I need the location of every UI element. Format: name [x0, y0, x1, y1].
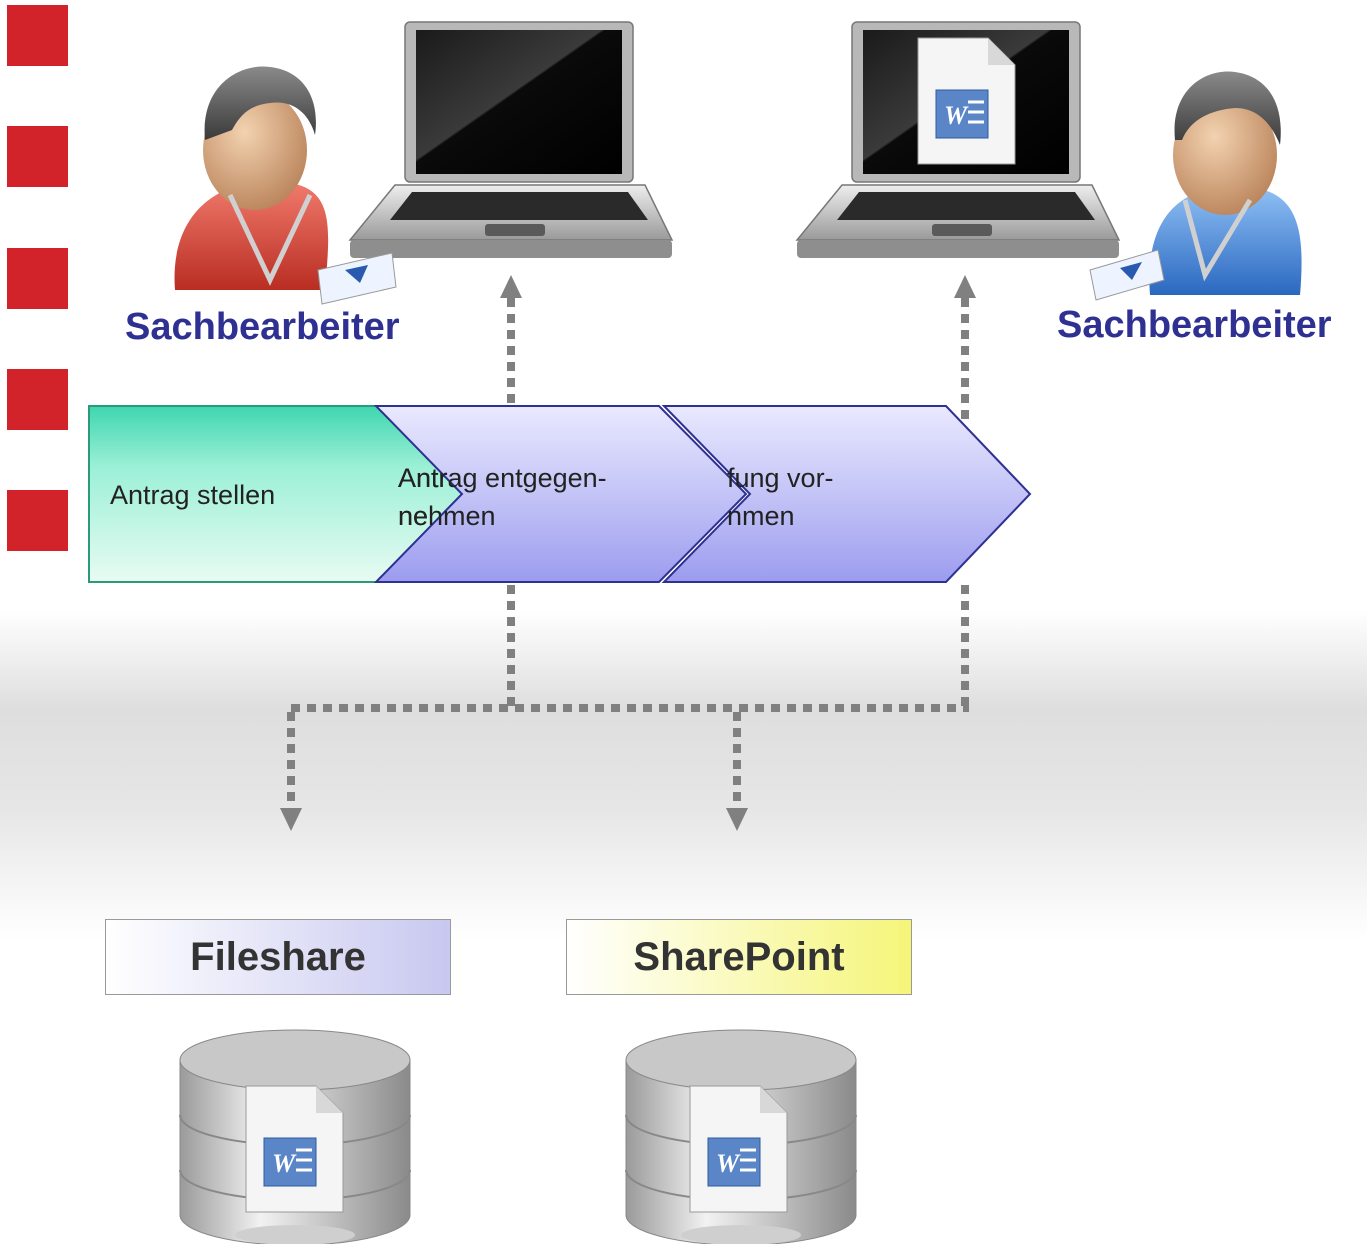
sharepoint-box: SharePoint — [566, 919, 912, 995]
background-band — [0, 610, 1367, 940]
sharepoint-label: SharePoint — [633, 934, 845, 979]
connector-lines — [287, 298, 969, 808]
fileshare-label: Fileshare — [190, 934, 366, 979]
step-2-label-line1: Antrag entgegen- — [398, 463, 607, 493]
decorative-square — [7, 126, 68, 187]
word-document-icon: W — [689, 1085, 788, 1213]
word-document-icon: W — [917, 37, 1016, 165]
step-2-overlap-fragment-2: ne — [398, 501, 429, 531]
step-2-label-line2: nehmen — [398, 501, 496, 531]
person-icon — [174, 66, 397, 305]
decorative-square — [7, 369, 68, 430]
person-icon — [1089, 71, 1302, 301]
svg-text:W: W — [944, 101, 969, 130]
actor-label-left: Sachbearbeiter — [125, 306, 400, 348]
decorative-square — [7, 490, 68, 551]
word-document-icon: W — [245, 1085, 344, 1213]
process-step-3 — [661, 405, 1032, 583]
laptop-icon — [348, 21, 674, 258]
step-2-overlap-fragment-1: Antr — [398, 463, 448, 493]
fileshare-box: Fileshare — [105, 919, 451, 995]
process-step-2 — [373, 405, 748, 583]
step-3-label-line2: nmen — [727, 501, 795, 531]
connector-arrowheads — [280, 275, 976, 831]
decorative-square — [7, 248, 68, 309]
svg-text:W: W — [272, 1149, 297, 1178]
svg-text:W: W — [716, 1149, 741, 1178]
actor-label-right: Sachbearbeiter — [1057, 304, 1332, 346]
step-3-label-line1: fung vor- — [727, 463, 834, 493]
step-1-label: Antrag stellen — [110, 480, 276, 510]
decorative-square — [7, 5, 68, 66]
